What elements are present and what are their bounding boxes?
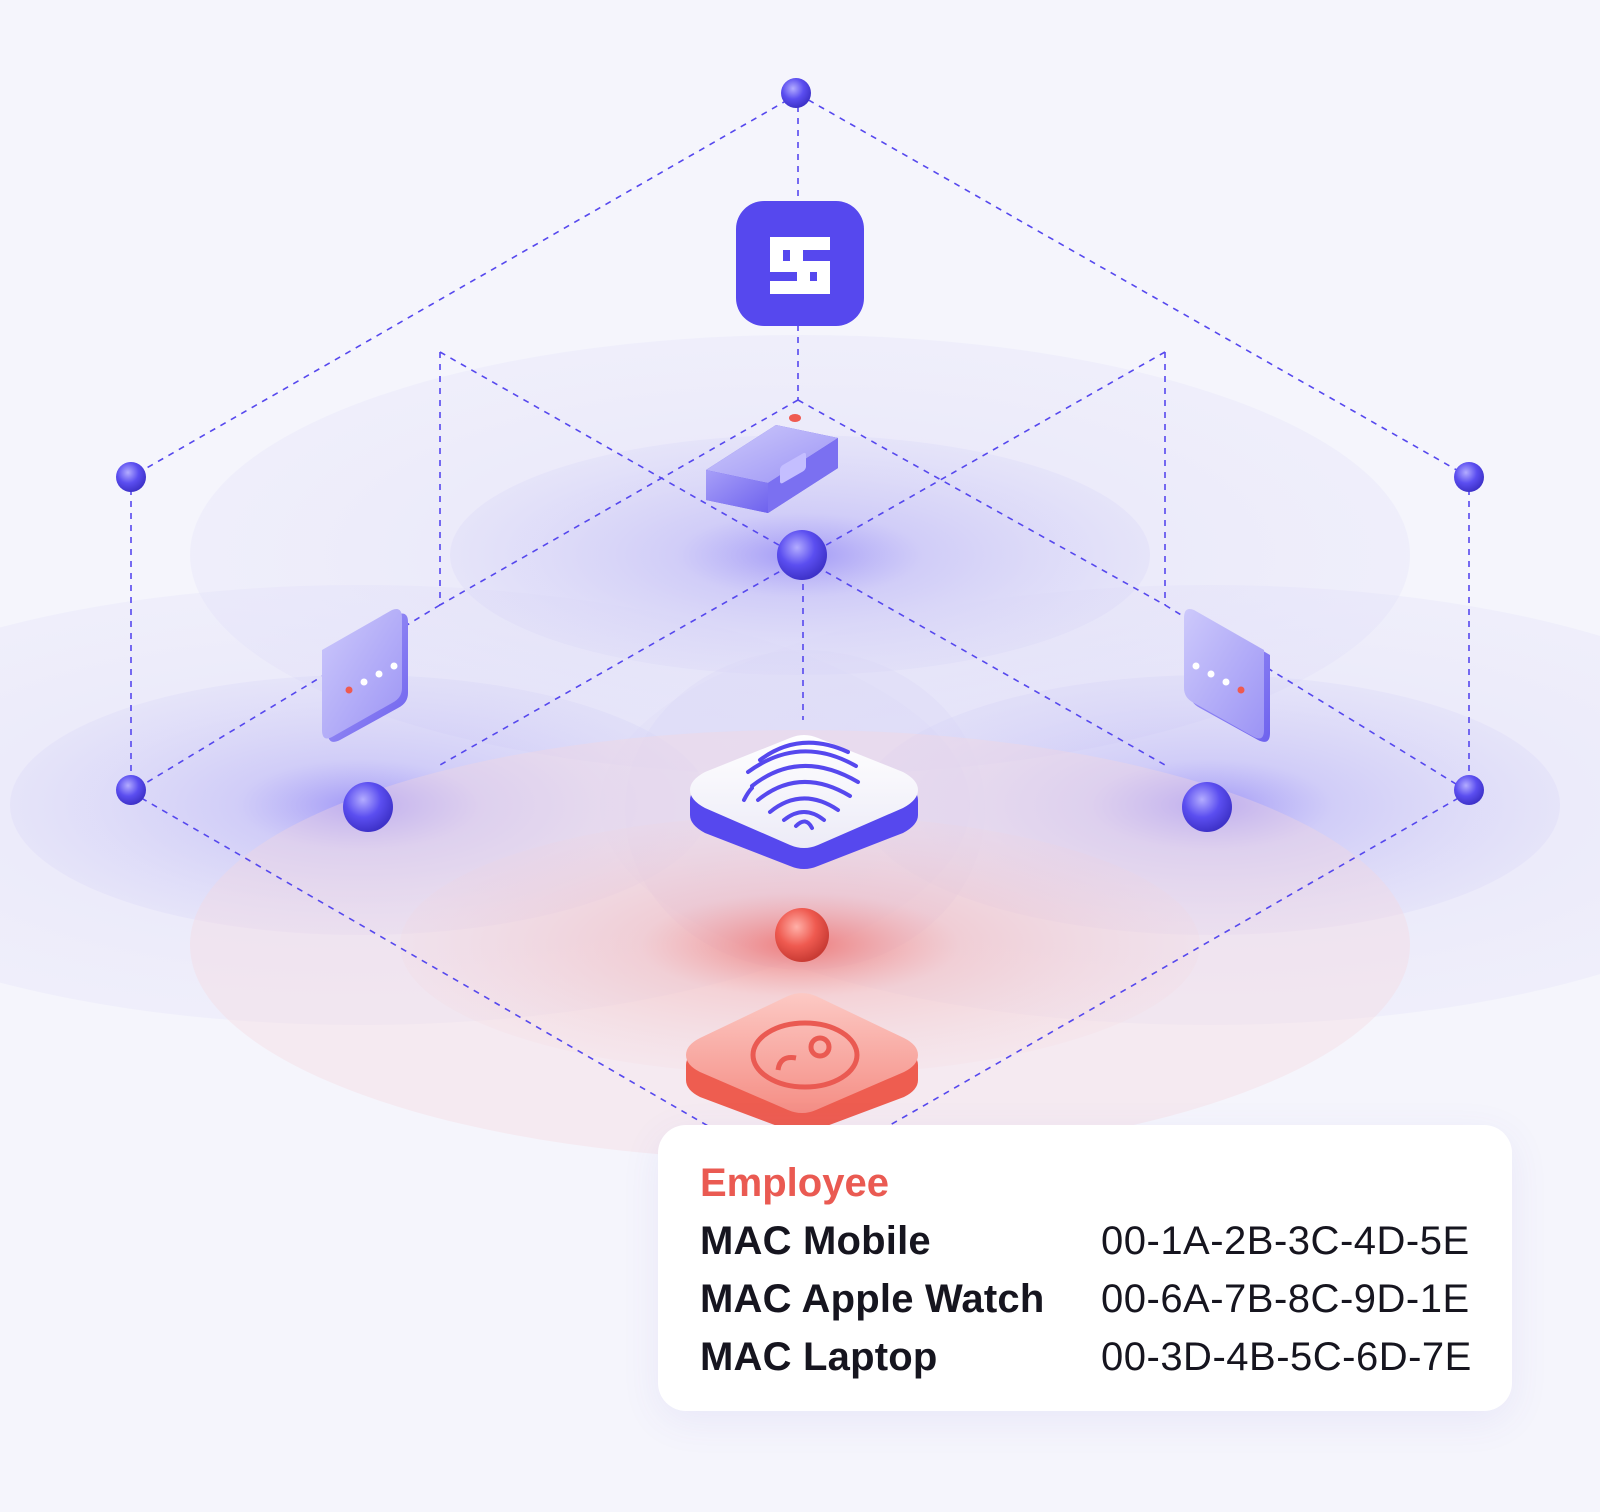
mac-row-mobile: MAC Mobile 00-1A-2B-3C-4D-5E (700, 1219, 1490, 1269)
signal-ball-camera (777, 530, 827, 580)
person-badge (686, 993, 918, 1133)
camera-device (706, 414, 838, 513)
wall-reader-icon (1192, 662, 1245, 694)
employee-card: Employee MAC Mobile 00-1A-2B-3C-4D-5E MA… (658, 1125, 1512, 1411)
person-icon (750, 1020, 860, 1090)
dashed-connections (130, 93, 1470, 1179)
mac-row-laptop: MAC Laptop 00-3D-4B-5C-6D-7E (700, 1335, 1490, 1385)
signal-ball-left (343, 782, 393, 832)
hub-logo (736, 201, 864, 326)
wall-reader-icon (345, 662, 398, 694)
brand-logo-icon (770, 237, 830, 294)
node-top (781, 78, 811, 108)
node-left-top (116, 462, 146, 492)
mac-label: MAC Apple Watch (700, 1277, 1045, 1321)
mac-label: MAC Mobile (700, 1219, 931, 1263)
mac-label: MAC Laptop (700, 1335, 938, 1379)
node-right-bottom (1454, 775, 1484, 805)
corner-nodes (116, 78, 1484, 805)
signal-ball-right (1182, 782, 1232, 832)
right-reader (1184, 609, 1270, 742)
signal-ball-person (775, 908, 829, 962)
camera-device-icon (780, 452, 806, 484)
fingerprint-scanner (690, 735, 918, 869)
mac-value: 00-6A-7B-8C-9D-1E (1101, 1277, 1470, 1321)
fingerprint-icon (742, 740, 860, 830)
left-reader (322, 609, 408, 742)
node-left-bottom (116, 775, 146, 805)
mac-value: 00-3D-4B-5C-6D-7E (1101, 1335, 1472, 1379)
mac-row-apple-watch: MAC Apple Watch 00-6A-7B-8C-9D-1E (700, 1277, 1490, 1327)
node-right-top (1454, 462, 1484, 492)
mac-value: 00-1A-2B-3C-4D-5E (1101, 1219, 1470, 1263)
card-title: Employee (700, 1161, 889, 1205)
